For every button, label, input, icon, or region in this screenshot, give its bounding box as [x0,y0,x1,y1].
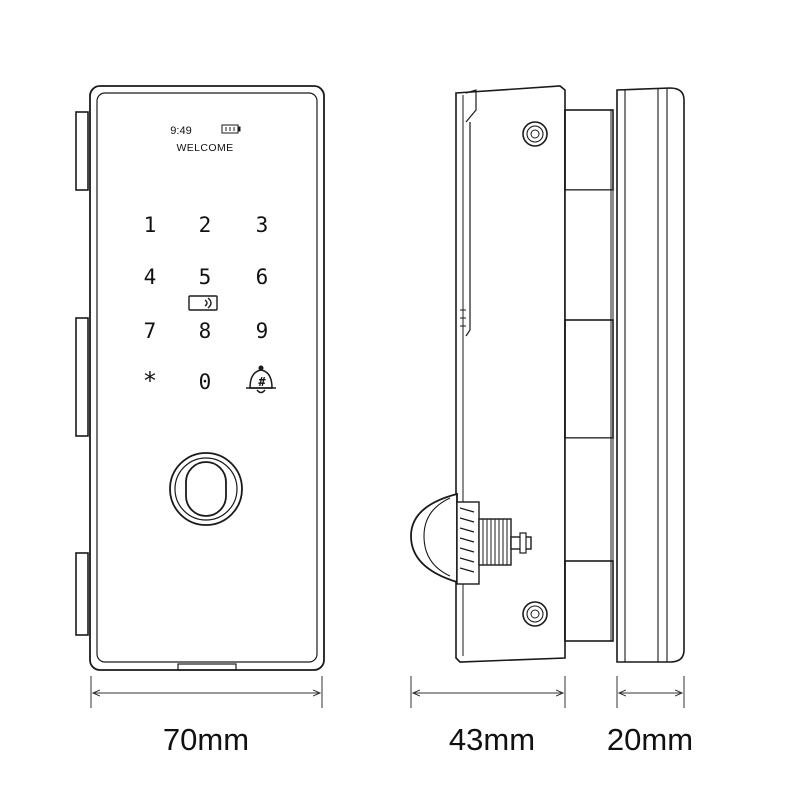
dim-label-depth-strike: 20mm [606,722,694,757]
clamp-tab-middle [75,317,89,437]
clamp-block-middle [564,319,614,439]
clamp-block-top [564,109,614,191]
doorbell-icon [246,365,276,394]
keypad-key-hash: # [258,375,266,389]
keypad-key-9: 9 [256,319,269,343]
battery-icon [221,124,241,134]
fingerprint-sensor-icon [185,461,227,517]
keypad-key-star: * [143,367,157,395]
screen-time: 9:49 [170,125,191,137]
fingerprint-sensor-ring [169,452,243,526]
keypad: 1 2 3 4 5 6 7 8 9 * 0 # [143,213,269,395]
screw-bottom [522,601,548,627]
lock-face-panel [96,92,318,663]
keypad-key-4: 4 [144,265,157,289]
keypad-key-6: 6 [256,265,269,289]
keypad-key-0: 0 [199,370,212,394]
keypad-key-5: 5 [199,265,212,289]
clamp-tab-top [75,111,89,191]
keypad-key-1: 1 [144,213,157,237]
bottom-slot [177,663,237,671]
dim-label-width: 70mm [162,722,250,757]
keypad-key-2: 2 [199,213,212,237]
fingerprint-sensor-inner-ring [174,457,238,521]
card-reader-icon [188,295,218,311]
front-view [75,85,325,671]
clamp-block-bottom [564,560,614,642]
dim-label-depth-lock: 43mm [448,722,536,757]
side-view-lock [410,85,614,663]
strike-body-outline [616,87,685,663]
lock-side-body [455,85,566,663]
screw-top [522,121,548,147]
screen-welcome-message: WELCOME [176,142,233,154]
keypad-key-7: 7 [144,319,157,343]
clamp-tab-bottom [75,552,89,636]
dimension-lines [90,676,685,708]
side-view-strike [616,87,685,663]
keypad-key-8: 8 [199,319,212,343]
keypad-key-3: 3 [256,213,269,237]
thumb-turn-knob [410,492,532,585]
